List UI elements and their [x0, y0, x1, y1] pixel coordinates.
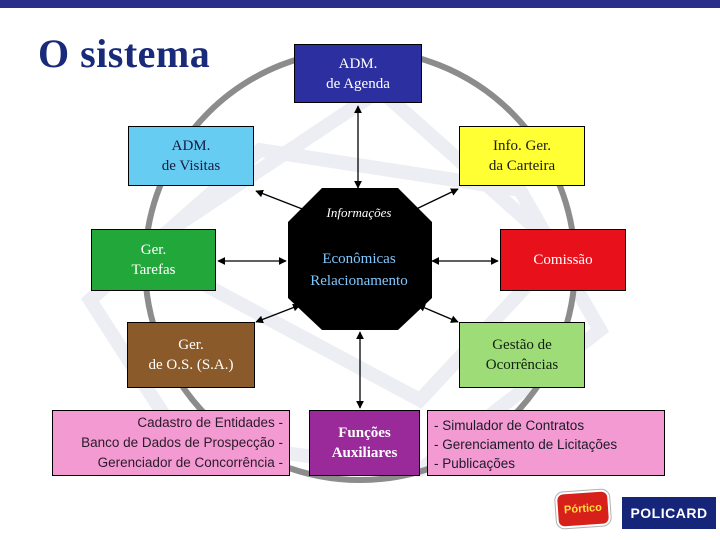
node-line: ADM. — [338, 55, 378, 72]
node-line: Banco de Dados de Prospecção - — [81, 435, 283, 450]
node-agenda: ADM. de Agenda — [294, 44, 422, 103]
arrow-os — [255, 303, 301, 324]
page-title: O sistema — [38, 31, 211, 76]
node-line: - Gerenciamento de Licitações — [434, 437, 618, 452]
node-visitas: ADM. de Visitas — [128, 126, 254, 186]
node-simulador: - Simulador de Contratos - Gerenciamento… — [427, 410, 665, 476]
hub-label: Informações — [326, 205, 392, 220]
hub-octagon — [288, 188, 432, 330]
node-line: Gestão de — [492, 337, 552, 353]
node-line: Info. Ger. — [493, 138, 551, 154]
node-line: - Publicações — [434, 456, 516, 471]
hub-line: Relacionamento — [310, 273, 408, 289]
node-comissao: Comissão — [500, 229, 626, 291]
node-line: Tarefas — [131, 262, 176, 278]
node-line: da Carteira — [488, 158, 556, 174]
hub-line: Econômicas — [322, 251, 396, 267]
node-line: Cadastro de Entidades - — [137, 415, 283, 430]
node-cadastro: Cadastro de Entidades - Banco de Dados d… — [52, 410, 290, 476]
node-carteira: Info. Ger. da Carteira — [459, 126, 585, 186]
node-line: de Agenda — [326, 75, 390, 92]
node-line: - Simulador de Contratos — [434, 418, 585, 433]
node-line: de O.S. (S.A.) — [148, 357, 234, 373]
node-os: Ger. de O.S. (S.A.) — [127, 322, 255, 388]
policard-logo: POLICARD — [622, 497, 716, 529]
node-line: Funções — [338, 425, 391, 441]
node-line: de Visitas — [161, 158, 221, 174]
node-line: ADM. — [171, 138, 211, 154]
node-line: Ger. — [178, 337, 204, 353]
node-line: Auxiliares — [331, 445, 398, 461]
node-line: Comissão — [533, 252, 593, 268]
node-line: Gerenciador de Concorrência - — [97, 455, 283, 470]
node-line: Ocorrências — [485, 357, 559, 373]
arrow-visitas — [255, 189, 311, 214]
top-banner — [0, 0, 720, 8]
hub-text: Econômicas Relacionamento — [288, 248, 430, 292]
portico-logo: Pórtico — [556, 491, 610, 527]
arrow-ocorrencias — [417, 304, 459, 323]
node-tarefas: Ger. Tarefas — [91, 229, 216, 291]
connector-arrows — [217, 105, 499, 409]
node-line: Ger. — [140, 242, 167, 258]
node-ocorrencias: Gestão de Ocorrências — [459, 322, 585, 388]
